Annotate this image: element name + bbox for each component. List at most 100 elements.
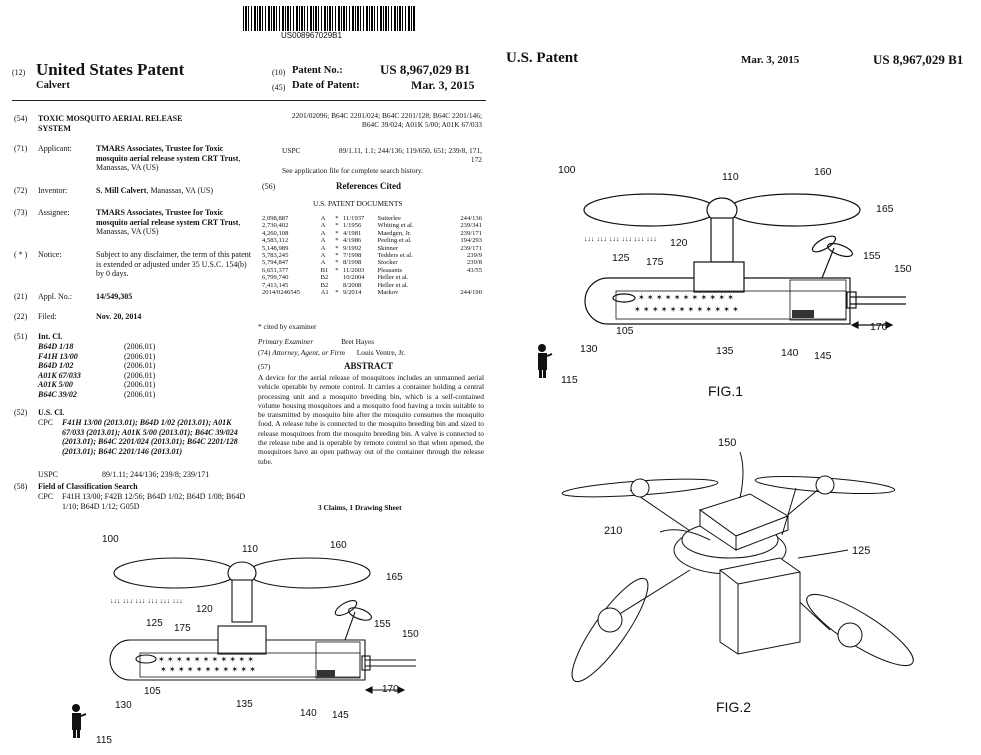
int-cl-code: B64C 39/02 <box>38 389 77 399</box>
field-value: S. Mill Calvert, Manassas, VA (US) <box>96 186 248 196</box>
field-code: (72) <box>14 186 28 195</box>
arrow-heads <box>364 686 406 694</box>
leader-125 <box>797 549 849 559</box>
cpc-text: F41H 13/00 (2013.01); B64D 1/02 (2013.01… <box>62 418 238 456</box>
inventor-location: , Manassas, VA (US) <box>146 186 214 195</box>
food-bin <box>315 641 361 679</box>
mosquito-marks: ✶ ✶ ✶ ✶ ✶ ✶ ✶ ✶ ✶ ✶ ✶ <box>160 665 256 674</box>
int-cl-code: F41H 13/00 <box>38 351 78 361</box>
inventor-surname: Calvert <box>36 80 70 91</box>
leader-150 <box>739 451 744 499</box>
reference-no: 6,799,740 <box>262 274 289 282</box>
reference-cls <box>449 274 484 281</box>
attorney-name: Louis Ventre, Jr. <box>356 348 406 357</box>
mosquito-capsule <box>135 654 157 664</box>
sheet-date: Mar. 3, 2015 <box>741 54 800 66</box>
motor <box>815 475 835 495</box>
reference-cls: 43/55 <box>466 266 482 274</box>
refs-subtitle: U.S. PATENT DOCUMENTS <box>313 199 403 208</box>
fan-blade <box>348 607 372 621</box>
ref-label: 175 <box>174 623 191 634</box>
reference-no: 5,148,989 <box>262 244 289 252</box>
mosquito-marks: ✶ ✶ ✶ ✶ ✶ ✶ ✶ ✶ ✶ ✶ ✶ ✶ <box>634 305 739 314</box>
cpc-label: CPC <box>38 418 54 427</box>
ref-label: 130 <box>115 700 132 711</box>
field-label: Assignee: <box>38 208 70 217</box>
propeller <box>571 577 649 683</box>
arrow-heads <box>850 321 894 329</box>
inventor-name: S. Mill Calvert <box>96 186 147 195</box>
arm <box>629 489 697 536</box>
reference-cls: 239/171 <box>460 244 482 252</box>
reference-cls: 239/171 <box>460 229 482 237</box>
int-cl-version: (2006.01) <box>124 370 156 380</box>
reference-cls: 244/136 <box>460 215 482 222</box>
reference-cls <box>449 282 484 289</box>
ref-label: 160 <box>330 540 347 551</box>
uspc-label-2: USPC <box>282 146 301 155</box>
uspc-label: USPC <box>38 470 59 479</box>
reference-s: * <box>335 259 339 267</box>
fig2-caption: FIG.2 <box>716 699 751 715</box>
int-cl-row: B64D 1/02(2006.01) <box>38 361 218 371</box>
examiner-label: Primary Examiner <box>258 337 314 346</box>
mosquito-marks: ✶ ✶ ✶ ✶ ✶ ✶ ✶ ✶ ✶ ✶ ✶ <box>158 655 254 664</box>
antenna <box>781 487 797 536</box>
appl-no: 14/549,305 <box>96 292 133 301</box>
ref-label: 105 <box>144 686 161 697</box>
motor <box>597 607 623 633</box>
mosquito-marks: ✶ ✶ ✶ ✶ ✶ ✶ ✶ ✶ ✶ ✶ ✶ <box>638 293 734 302</box>
reference-no: 5,794,847 <box>262 259 289 267</box>
int-cl-row: B64D 1/18(2006.01) <box>38 342 218 352</box>
field-label: Int. Cl. <box>38 332 63 341</box>
reference-name: Heller et al. <box>377 281 409 289</box>
ref-label: 150 <box>402 629 419 640</box>
reference-s <box>335 282 343 289</box>
field-value: TMARS Associates, Trustee for Toxic mosq… <box>96 144 248 173</box>
reference-k: A <box>320 222 326 230</box>
release-box-sides <box>699 509 789 551</box>
ref-label: 130 <box>580 343 598 355</box>
int-cl-version: (2006.01) <box>124 361 156 371</box>
ref-label: 115 <box>561 374 578 386</box>
invention-title: TOXIC MOSQUITO AERIAL RELEASE SYSTEM <box>38 114 183 133</box>
ref-label: 120 <box>196 604 213 615</box>
rotor-left <box>583 193 717 227</box>
fig2-drawing: 150 210 125 FIG.2 <box>561 437 914 715</box>
fan-mount <box>821 247 835 279</box>
ref-label: 145 <box>814 350 832 362</box>
motor <box>837 622 863 648</box>
field-label: Notice: <box>38 250 62 259</box>
reference-name: Skinner <box>377 244 398 252</box>
reference-cls: 239/341 <box>460 222 482 230</box>
int-cl-version: (2006.01) <box>124 389 156 399</box>
abstract-text: A device for the aerial release of mosqu… <box>258 373 484 466</box>
field-notice: ( * ) Notice: Subject to any disclaimer,… <box>14 250 251 284</box>
reference-k: A <box>320 215 326 222</box>
field-label: Filed: <box>38 312 57 321</box>
valve <box>361 655 371 671</box>
int-cl-row: F41H 13/00(2006.01) <box>38 352 218 362</box>
reference-cls: 239/9 <box>466 252 482 260</box>
reference-date: 11/1937 <box>342 215 365 222</box>
reference-s: * <box>335 222 339 230</box>
see-application: See application file for complete search… <box>282 166 423 175</box>
date-label: Date of Patent: <box>292 80 360 91</box>
int-cl-code: A01K 5/00 <box>38 380 73 390</box>
ref-label: 140 <box>781 347 799 359</box>
reference-no: 6,651,377 <box>262 266 289 274</box>
rotor-right <box>727 193 861 227</box>
valve <box>846 291 857 309</box>
ref-label: 125 <box>146 618 163 629</box>
arm <box>609 569 691 621</box>
attorney-label: Attorney, Agent, or Firm <box>272 348 345 357</box>
reference-date: 1/1956 <box>342 222 362 230</box>
food-bin <box>789 279 847 321</box>
fan-blade <box>827 242 853 258</box>
ref-label: 160 <box>814 166 832 178</box>
